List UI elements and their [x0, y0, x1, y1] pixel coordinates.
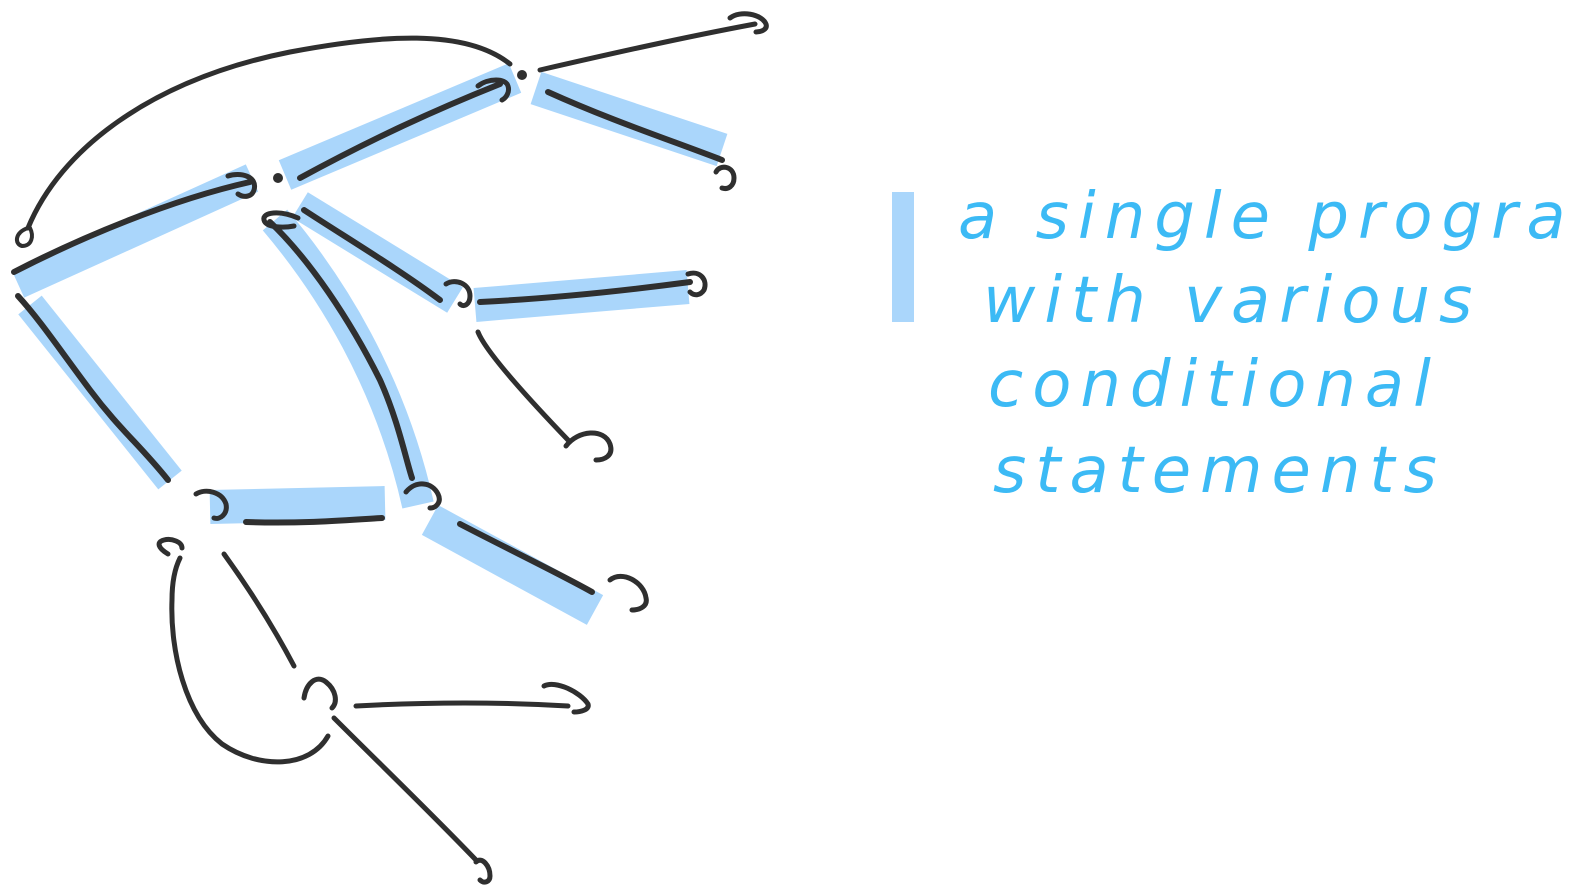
edge-node-d-to-node-f [221, 551, 297, 669]
arrowhead-node-a-in [475, 77, 511, 103]
edge-node-a-to-end [545, 89, 725, 163]
edge-node-c-to-down [475, 329, 571, 443]
edge-root-to-node-b [11, 179, 253, 275]
arrowhead-node-c-down [563, 430, 614, 463]
note-line-4: statements [993, 434, 1446, 508]
arc-start-loop [14, 226, 34, 248]
note-line-1: a single program [958, 180, 1570, 254]
arrowhead-node-f-down [473, 857, 493, 885]
edge-node-b-to-node-a [297, 81, 503, 181]
arrowhead-node-e-end [607, 573, 649, 613]
edge-node-e-to-end [457, 521, 595, 595]
edge-node-d-to-node-e [243, 515, 385, 526]
highlight-root-to-node-b [11, 164, 259, 298]
edge-node-b-to-node-e [267, 219, 415, 481]
arrowhead-loop-end [156, 537, 185, 557]
edge-node-c-to-end [477, 279, 693, 305]
arrowhead-node-c-in [443, 279, 473, 309]
highlight-node-d-to-node-e [209, 486, 386, 524]
node-b-loop [261, 210, 301, 230]
edge-root-to-node-a-arc [25, 35, 513, 231]
arrowhead-node-e-in [403, 481, 442, 511]
edge-node-a-to-exit-top [537, 21, 758, 73]
control-flow-edges [11, 11, 769, 885]
highlighted-path [11, 63, 914, 625]
note-line-2: with various [983, 264, 1481, 338]
edge-loop-node-f-to-node-d [169, 555, 331, 765]
arrowhead-node-f-end [541, 682, 591, 715]
arrowhead-node-b-in [225, 172, 258, 199]
edge-node-f-to-end [353, 700, 571, 709]
arrowhead-node-a-end [713, 164, 737, 191]
node-a-dot [517, 70, 527, 80]
highlight-node-e-to-end [421, 505, 604, 625]
arrowhead-exit-top [727, 11, 769, 35]
note-line-3: conditional [988, 348, 1440, 422]
node-b-dot [273, 173, 283, 183]
arrowhead-node-c-end [685, 270, 708, 298]
edge-node-b-to-node-c [301, 207, 443, 303]
arrowhead-node-d-in [193, 488, 229, 521]
arrowhead-node-f-in [301, 676, 338, 711]
edge-root-to-node-d [15, 293, 171, 483]
edge-node-f-to-down [331, 715, 479, 863]
annotation-note: a single program with various conditiona… [958, 180, 1570, 508]
